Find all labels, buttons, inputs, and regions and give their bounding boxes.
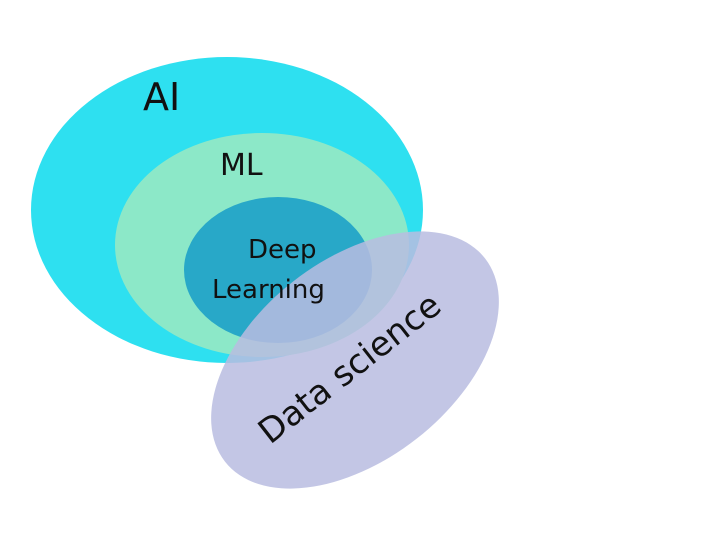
ml-label: ML <box>220 148 263 183</box>
deep-learning-label-line2: Learning <box>212 275 325 305</box>
data-science-ellipse <box>211 231 499 489</box>
ai-label: AI <box>143 75 180 119</box>
deep-learning-label-line1: Deep <box>248 235 317 265</box>
